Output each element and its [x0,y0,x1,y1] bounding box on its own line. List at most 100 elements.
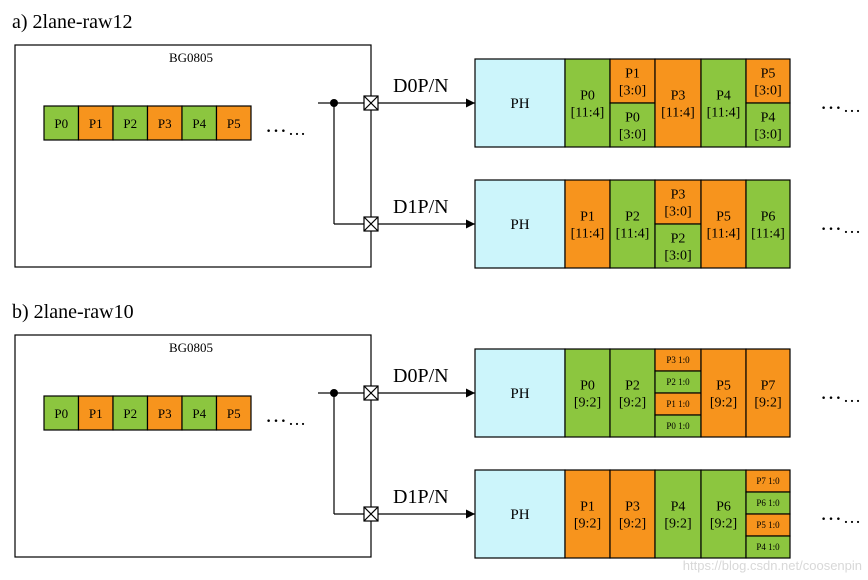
packet-cell-label: P2 [625,210,640,225]
packet-cell-label: P5 [716,379,731,394]
packet-cell-label: [3:0] [664,205,691,220]
packet-cell-label: P7 [761,379,776,394]
packet-cell-label: [11:4] [751,227,785,242]
connector-cross-b [363,506,379,522]
packet-cell-label: P1 [580,500,595,515]
sensor-pixel-p0 [43,105,80,141]
packet-ellipsis: … [820,89,842,114]
packet-cell [609,58,656,104]
packet-cell-label: P0 [580,379,595,394]
watermark-text: https://blog.csdn.net/coosenpin [683,558,862,573]
sensor-pixel-label: P3 [158,406,172,421]
packet-cell-label: [9:2] [754,396,781,411]
sensor-pixel-label: P5 [227,406,241,421]
sensor-pixel-p1 [77,395,114,431]
panel-title: a) 2lane-raw12 [12,11,133,33]
packet-cell [700,179,747,269]
sensor-ellipsis: … [265,112,287,137]
packet-cell-label: P4 [761,111,776,126]
panel-title: b) 2lane-raw10 [12,301,134,323]
sensor-pixel-label: P1 [89,116,103,131]
packet-cell-label: P2 [625,379,640,394]
sensor-label: BG0805 [169,340,213,355]
packet-cell-label: [11:4] [571,106,605,121]
packet-ellipsis: … [820,500,842,525]
packet-ellipsis: … [820,379,842,404]
packet-ellipsis: … [820,210,842,235]
packet-cell-label: P5 1:0 [756,520,780,530]
packet-cell-label: P7 1:0 [756,476,780,486]
packet-cell-label: P4 [671,500,686,515]
packet-cell-label: P6 [716,500,731,515]
packet-cell-label: [9:2] [710,517,737,532]
packet-cell [609,348,656,438]
sensor-pixel-label: P2 [123,406,137,421]
lane-label: D0P/N [393,365,449,387]
lane-label: D1P/N [393,196,449,218]
packet-cell-label: P1 [580,210,595,225]
packet-cell-label: [9:2] [574,396,601,411]
packet-cell [700,58,747,148]
packet-cell-label: P0 [625,111,640,126]
packet-cell-label: [11:4] [661,106,695,121]
packet-cell-label: [9:2] [574,517,601,532]
packet-cell-label: [3:0] [754,84,781,99]
sensor-ellipsis-small: … [288,119,306,139]
packet-header-label: PH [510,96,529,112]
sensor-box [14,44,372,268]
sensor-pixel-label: P0 [54,406,68,421]
sensor-pixel-label: P2 [123,116,137,131]
packet-cell [700,348,747,438]
sensor-pixel-label: P0 [54,116,68,131]
packet-cell-label: P0 [580,89,595,104]
packet-cell [609,179,656,269]
packet-cell-label: [3:0] [619,128,646,143]
connector-cross-b [363,216,379,232]
sensor-pixel-label: P4 [192,406,206,421]
packet-cell [745,58,791,104]
packet-cell [745,179,791,269]
sensor-pixel-p4 [181,105,218,141]
packet-cell [654,223,702,269]
packet-header-label: PH [510,386,529,402]
sensor-pixel-label: P1 [89,406,103,421]
packet-cell [609,102,656,148]
lane-label: D0P/N [393,75,449,97]
packet-ellipsis-small: … [843,96,861,116]
packet-cell-label: [9:2] [664,517,691,532]
sensor-label: BG0805 [169,50,213,65]
packet-cell-label: [11:4] [707,106,741,121]
packet-header [474,179,566,269]
sensor-pixel-label: P3 [158,116,172,131]
packet-cell-label: P5 [761,67,776,82]
packet-cell-label: P6 1:0 [756,498,780,508]
packet-header-label: PH [510,507,529,523]
packet-cell [609,469,656,559]
packet-cell-label: P3 [671,188,686,203]
packet-cell-label: P1 [625,67,640,82]
packet-header [474,348,566,438]
packet-cell [564,348,611,438]
packet-cell [745,348,791,438]
packet-cell-label: [3:0] [754,128,781,143]
packet-cell-label: [11:4] [707,227,741,242]
packet-cell-label: P3 [625,500,640,515]
sensor-pixel-p2 [112,395,149,431]
packet-cell-label: P6 [761,210,776,225]
packet-cell [700,469,747,559]
packet-cell [564,58,611,148]
sensor-pixel-label: P5 [227,116,241,131]
packet-header-label: PH [510,217,529,233]
packet-cell-label: [11:4] [616,227,650,242]
packet-cell-label: P1 1:0 [666,399,690,409]
packet-cell-label: P4 [716,89,731,104]
packet-cell-label: [3:0] [619,84,646,99]
packet-cell [564,469,611,559]
packet-cell-label: [11:4] [571,227,605,242]
packet-header [474,58,566,148]
packet-cell-label: P2 1:0 [666,377,690,387]
packet-cell-label: P3 1:0 [666,355,690,365]
sensor-box [14,334,372,558]
packet-cell [564,179,611,269]
